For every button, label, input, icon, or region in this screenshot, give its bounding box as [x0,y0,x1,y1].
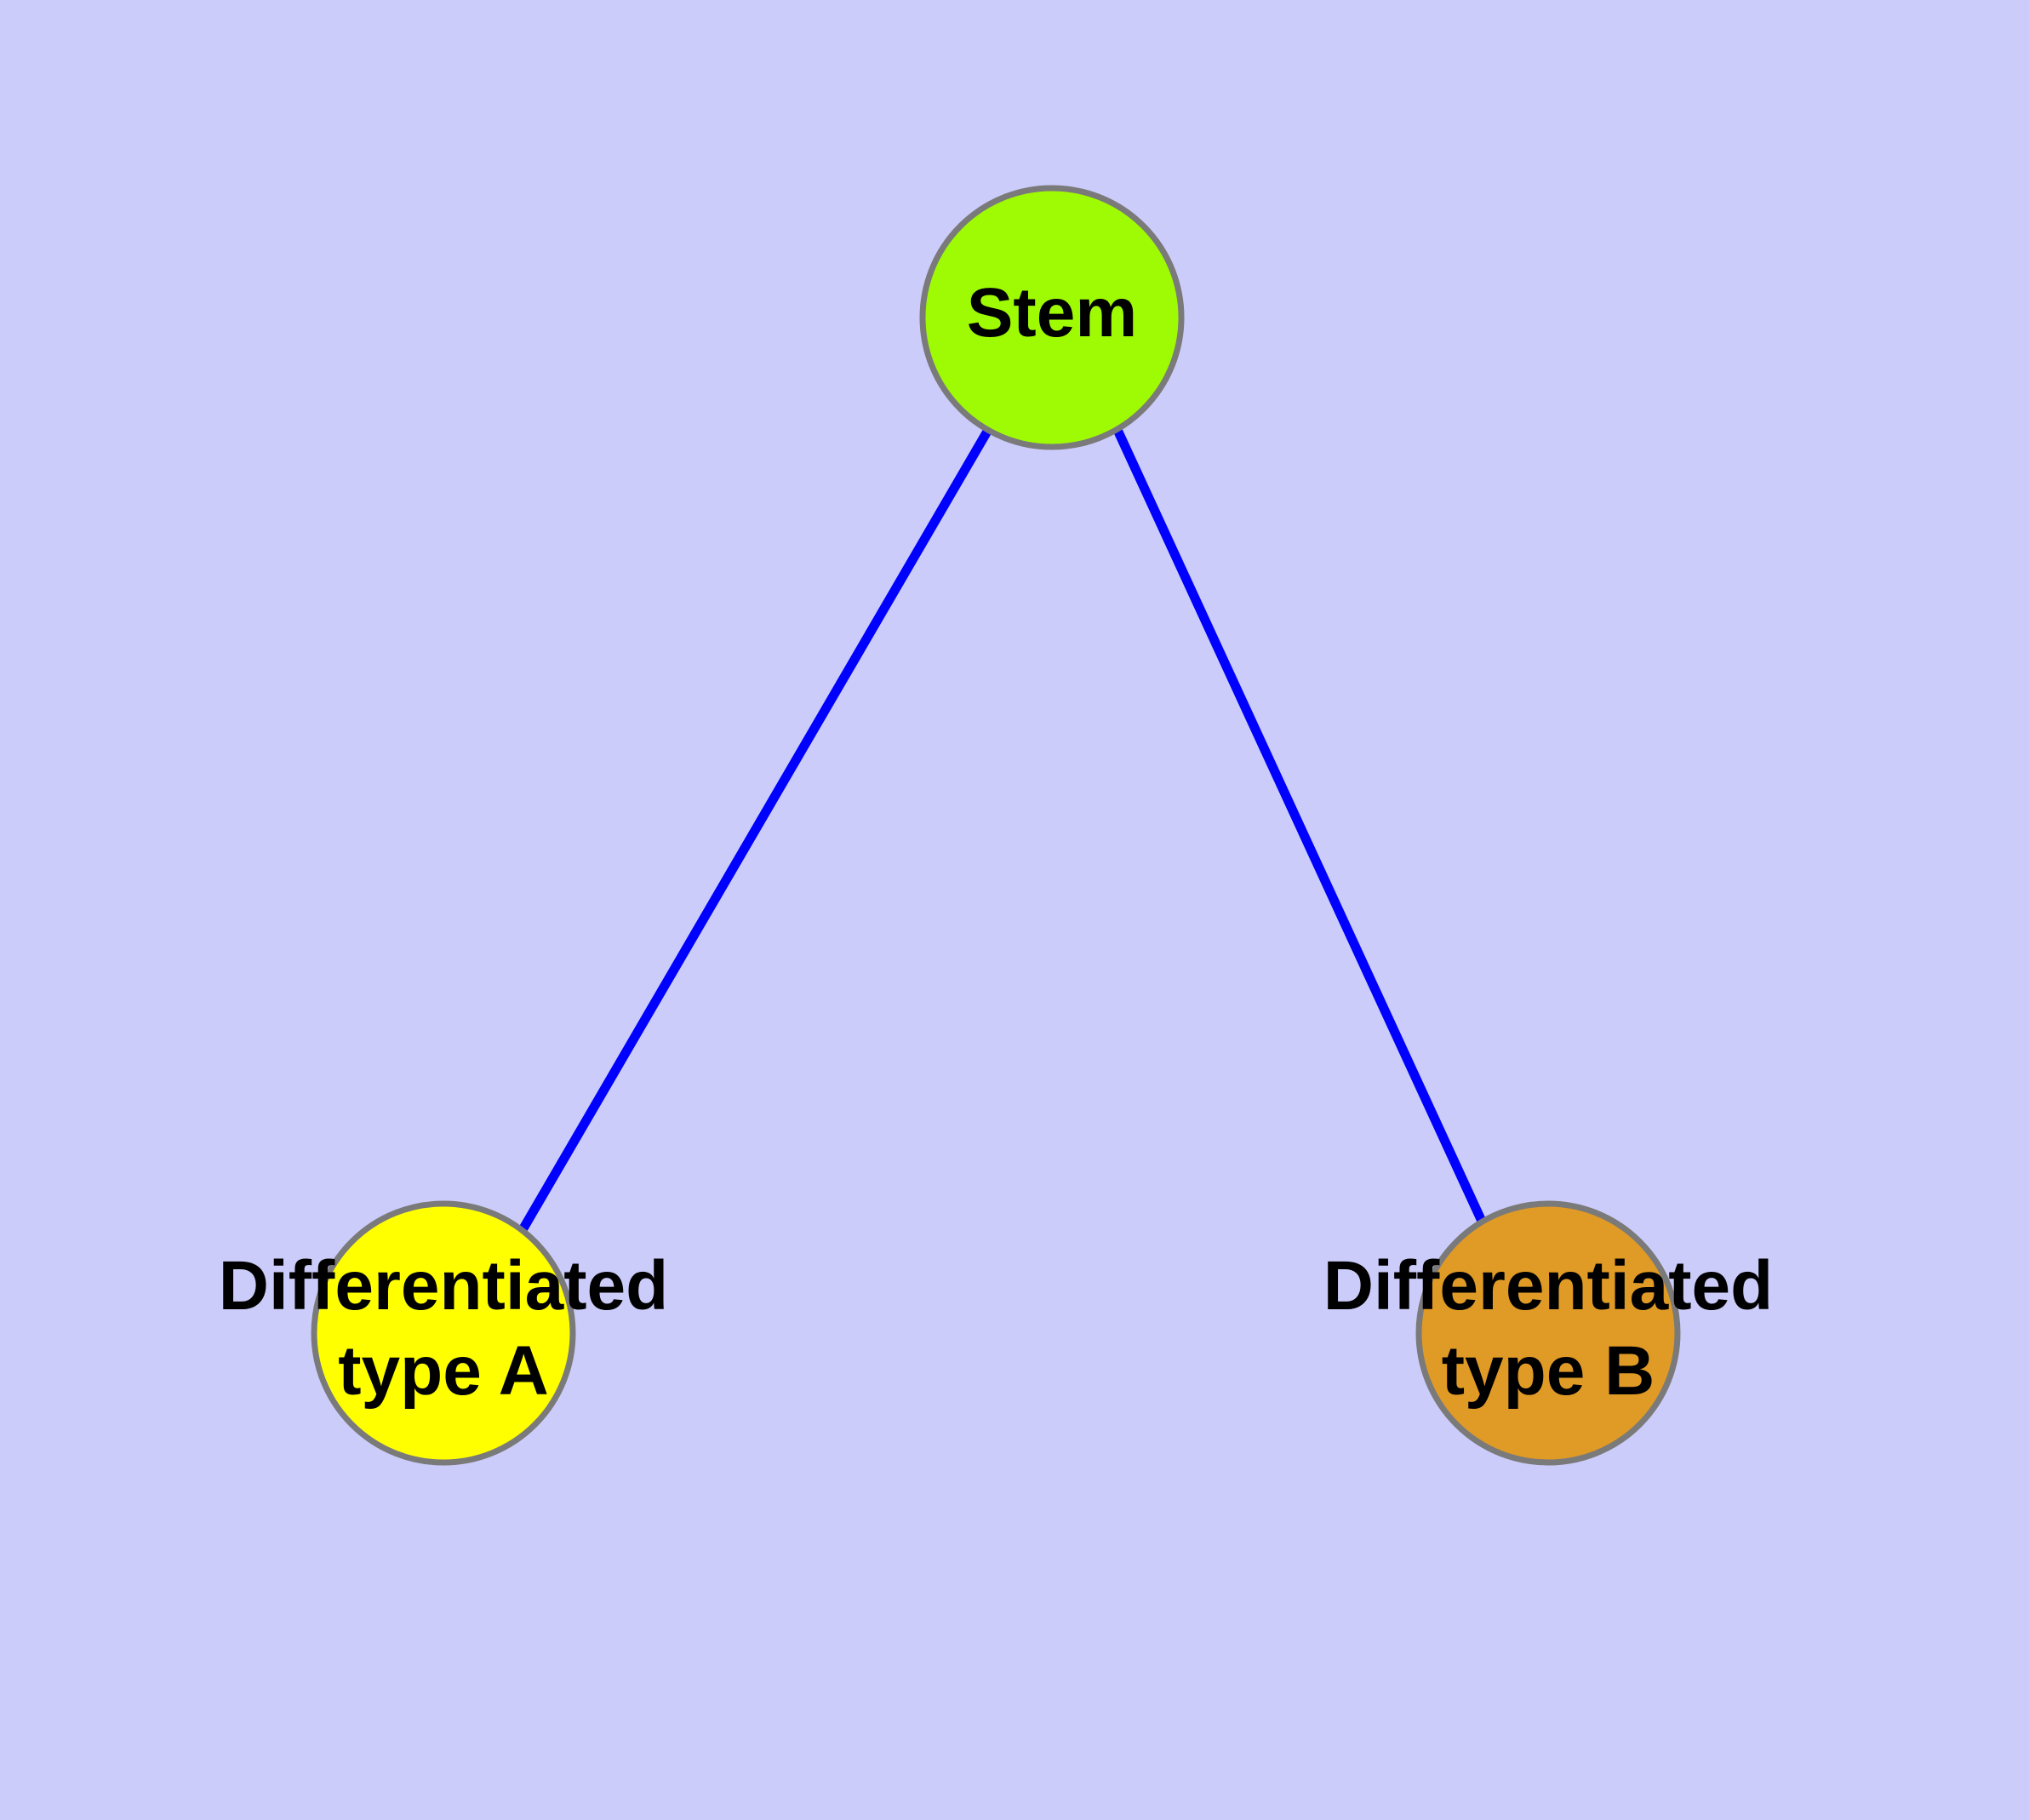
node-circle-stem[interactable] [919,185,1185,450]
edge-stem-to-diff-b[interactable] [1113,427,1489,1229]
edge-stem-to-diff-a[interactable] [519,427,992,1231]
node-label-line: type B [1442,1332,1655,1410]
node-circle-diff-b[interactable] [1415,1200,1681,1466]
nodes-layer [311,185,1681,1466]
node-label-line: type A [338,1332,549,1410]
node-label-line: Differentiated [1323,1247,1774,1325]
node-label-line: Differentiated [219,1247,669,1325]
node-label-line: Stem [967,274,1138,352]
node-label-stem: Stem [967,274,1138,352]
edges-layer [519,427,1489,1231]
node-circle-diff-a[interactable] [311,1200,576,1466]
